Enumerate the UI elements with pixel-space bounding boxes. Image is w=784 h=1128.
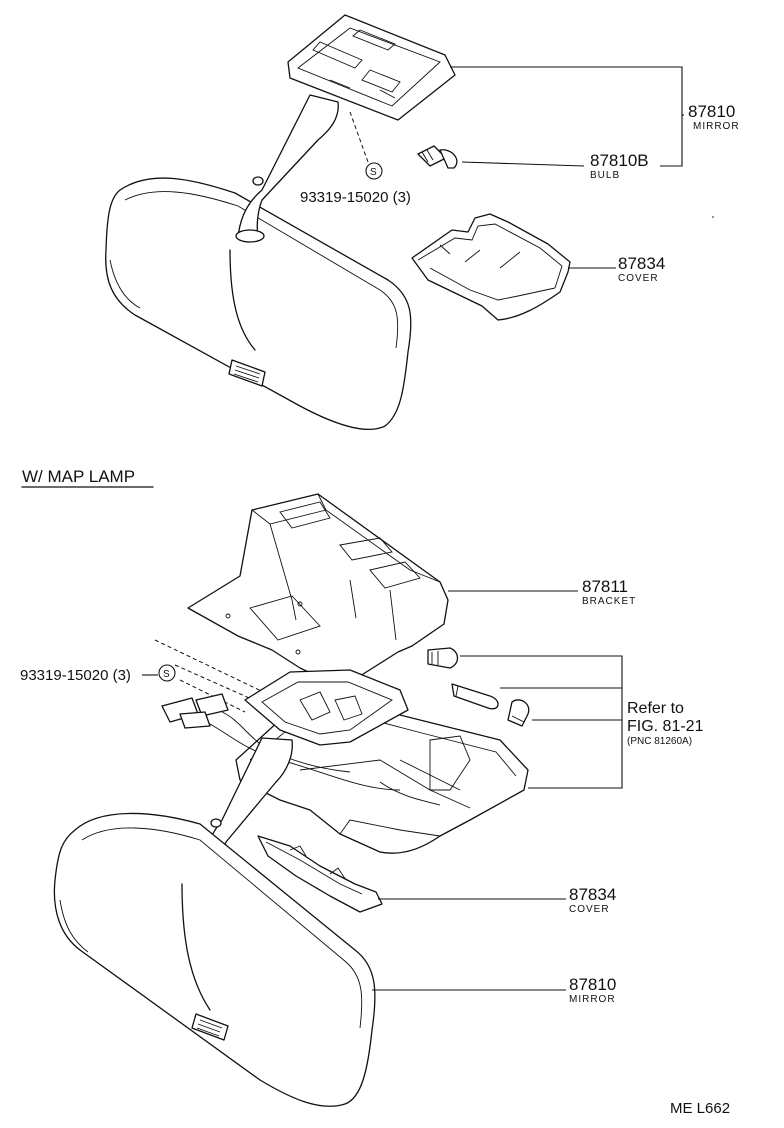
- top-screw-part-no: 93319-15020 (3): [300, 189, 411, 206]
- top-screw-symbol: [365, 162, 383, 180]
- top-bulb: [417, 145, 458, 169]
- map-screw-symbol-letter: S: [163, 669, 170, 680]
- refer-leader: [460, 655, 623, 789]
- top-mirror-assembly: [105, 14, 456, 430]
- map-screw-symbol: [158, 664, 176, 682]
- map-bulb-1: [427, 647, 459, 669]
- top-mirror-name: MIRROR: [693, 121, 740, 132]
- map-bulb-3: [507, 699, 530, 727]
- bracket-part-no: 87811: [582, 577, 628, 596]
- top-cover-name: COVER: [618, 273, 659, 284]
- map-mirror-part-no: 87810: [569, 975, 616, 994]
- map-cover: [257, 835, 383, 913]
- map-mirror-name: MIRROR: [569, 994, 616, 1005]
- refer-line-2: FIG. 81-21: [627, 718, 704, 735]
- top-mirror-body: [105, 177, 412, 430]
- bulb-leader: [461, 161, 585, 167]
- top-mirror-face-line: [124, 191, 399, 349]
- refer-line-1: Refer to: [627, 700, 684, 717]
- bulb-name: BULB: [590, 170, 620, 181]
- top-mirror-stay-arm: [237, 94, 339, 239]
- top-screw-symbol-letter: S: [370, 167, 377, 178]
- top-mirror-edge-line: [109, 259, 141, 309]
- map-cover-part-no: 87834: [569, 885, 616, 904]
- map-screw-part-no: 93319-15020 (3): [20, 667, 131, 684]
- bracket-name: BRACKET: [582, 596, 636, 607]
- top-cover: [411, 213, 571, 321]
- section-heading: W/ MAP LAMP: [22, 467, 135, 486]
- top-mirror-part-no: 87810: [688, 102, 735, 121]
- figure-code: ME L662: [670, 1100, 730, 1117]
- top-stay-ball: [235, 229, 265, 243]
- map-lamp-lens: [244, 669, 409, 746]
- map-mirror-body: [53, 812, 376, 1107]
- top-mirror-leader: [450, 66, 683, 167]
- map-cover-name: COVER: [569, 904, 610, 915]
- bracket-part: [187, 493, 449, 683]
- refer-line-3: (PNC 81260A): [627, 736, 692, 747]
- top-mirror-mount-pad: [229, 249, 256, 351]
- bulb-part-no: 87810B: [590, 151, 649, 170]
- top-mounting-base: [287, 14, 456, 121]
- map-bulb-2: [451, 683, 499, 710]
- top-cover-part-no: 87834: [618, 254, 665, 273]
